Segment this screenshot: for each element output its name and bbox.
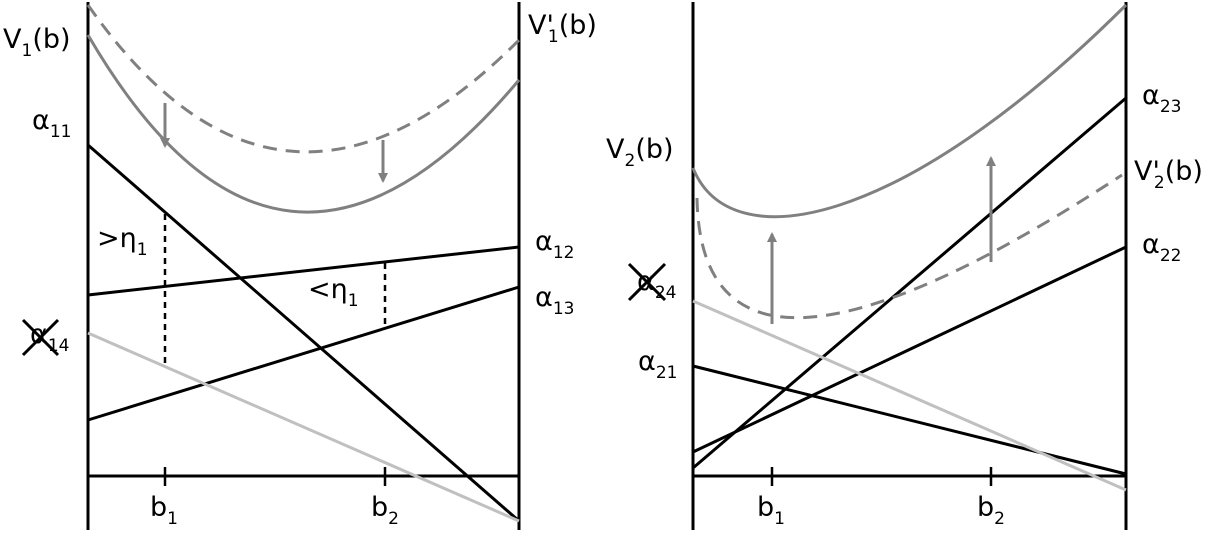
alpha-21-line: [692, 364, 1127, 476]
tick-label-b2-right: b2: [977, 492, 1005, 529]
gap-label-less: <η1: [308, 274, 359, 311]
tick-label-b2: b2: [371, 492, 399, 529]
v2-dashed-curve: [695, 173, 1123, 320]
alpha-23-label: α23: [1142, 80, 1181, 117]
alpha-24-cross-mark: [627, 262, 667, 302]
v1-prime-label: V'1(b): [528, 10, 597, 47]
alpha-14-cross-mark: [21, 318, 60, 357]
alpha-23-line: [692, 96, 1127, 470]
tick-label-b1-right: b1: [757, 492, 785, 529]
v1-dashed-curve: [86, 4, 521, 154]
alpha-14-label: α14: [30, 319, 69, 356]
alpha-22-label: α22: [1142, 229, 1181, 266]
alpha-11-label: α11: [32, 105, 71, 142]
alpha-11-line: [87, 143, 520, 523]
alpha-24-line: [692, 299, 1127, 492]
left-panel: V1(b) V'1(b) α11 α12 α13 α14 >η1 <η1 b1 …: [3, 2, 597, 530]
alpha-14-line: [87, 331, 520, 523]
alpha-12-label: α12: [535, 226, 574, 263]
alpha-22-line: [692, 245, 1127, 454]
alpha-21-label: α21: [638, 346, 677, 383]
gap-label-greater: >η1: [97, 223, 148, 260]
alpha-13-label: α13: [535, 282, 574, 319]
v2-solid-curve: [691, 3, 1128, 219]
right-panel: V2(b) V'2(b) α21 α22 α23 α24 b1 b2: [606, 2, 1203, 530]
tick-label-b1: b1: [150, 492, 178, 529]
v2-prime-label: V'2(b): [1134, 156, 1203, 193]
alpha-13-line: [87, 285, 520, 422]
v1-solid-curve: [86, 34, 521, 214]
v2-label: V2(b): [606, 134, 674, 171]
alpha-12-line: [87, 245, 520, 297]
v1-label: V1(b): [3, 24, 71, 61]
